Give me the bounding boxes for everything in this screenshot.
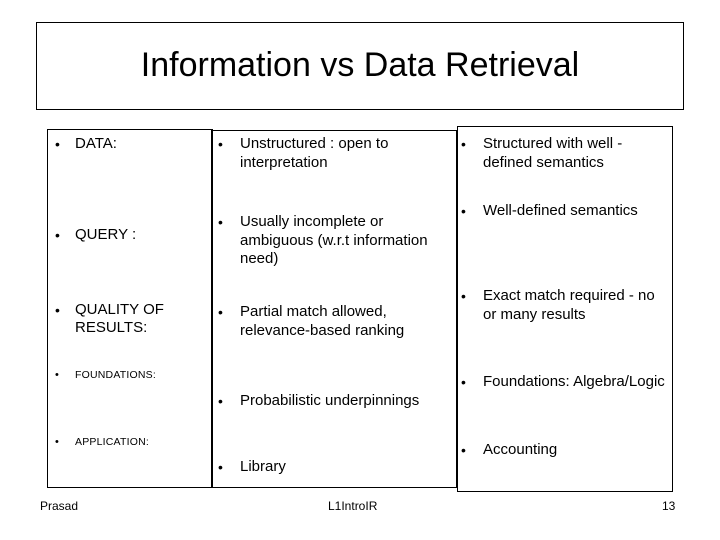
bullet-icon: • [218,393,223,409]
column-box-data-retrieval [457,126,673,492]
list-item-dr-application[interactable]: • Accounting [461,441,671,460]
list-item-aspect-foundations[interactable]: • FOUNDATIONS: [55,367,207,383]
slide-title-box: Information vs Data Retrieval [36,22,684,110]
column-box-information-retrieval [211,130,457,488]
bullet-icon: • [218,459,223,475]
list-item-label: FOUNDATIONS: [75,369,156,381]
list-item-dr-data[interactable]: • Structured with well -defined semantic… [461,135,671,172]
bullet-icon: • [55,136,60,152]
footer-author: Prasad [40,499,79,513]
list-item-ir-foundations[interactable]: • Probabilistic underpinnings [218,392,454,411]
list-item-label: Usually incomplete or ambiguous (w.r.t i… [240,213,428,267]
list-item-ir-quality[interactable]: • Partial match allowed, relevance-based… [218,303,454,340]
bullet-icon: • [55,369,59,381]
list-item-ir-application[interactable]: • Library [218,458,454,477]
list-item-label: Structured with well -defined semantics [483,135,623,171]
bullet-icon: • [461,136,466,152]
list-item-label: APPLICATION: [75,436,149,448]
list-item-label: Accounting [483,441,558,458]
bullet-icon: • [55,227,60,243]
list-item-label: QUERY : [75,226,137,243]
list-item-label: Exact match required - no or many result… [483,287,655,323]
bullet-icon: • [55,302,60,318]
slide-footer: Prasad L1IntroIR 13 [0,496,720,518]
list-item-label: QUALITY OF RESULTS: [75,301,164,336]
bullet-icon: • [461,288,466,304]
list-item-aspect-query[interactable]: • QUERY : [55,226,207,245]
column-box-aspects [47,129,213,488]
list-item-label: Partial match allowed, relevance-based r… [240,303,405,339]
list-item-label: Library [240,458,286,475]
list-item-label: Probabilistic underpinnings [240,392,420,409]
bullet-icon: • [461,203,466,219]
footer-page-number: 13 [662,499,676,513]
bullet-icon: • [461,374,466,390]
list-item-label: Foundations: Algebra/Logic [483,373,665,390]
list-item-aspect-application[interactable]: • APPLICATION: [55,434,207,450]
bullet-icon: • [461,442,466,458]
bullet-icon: • [55,436,59,448]
list-item-label: Unstructured : open to interpretation [240,135,389,171]
list-item-dr-foundations[interactable]: • Foundations: Algebra/Logic [461,373,671,392]
bullet-icon: • [218,304,223,320]
list-item-ir-data[interactable]: • Unstructured : open to interpretation [218,135,454,172]
bullet-icon: • [218,214,223,230]
page-title: Information vs Data Retrieval [140,46,580,85]
list-item-label: DATA: [75,135,117,152]
bullet-icon: • [218,136,223,152]
footer-deck-name: L1IntroIR [328,499,378,513]
list-item-aspect-data[interactable]: • DATA: [55,135,207,154]
list-item-ir-query[interactable]: • Usually incomplete or ambiguous (w.r.t… [218,213,454,269]
list-item-dr-query[interactable]: • Well-defined semantics [461,202,671,221]
list-item-dr-quality[interactable]: • Exact match required - no or many resu… [461,287,671,324]
list-item-label: Well-defined semantics [483,202,638,219]
list-item-aspect-quality-of-results[interactable]: • QUALITY OF RESULTS: [55,301,207,337]
